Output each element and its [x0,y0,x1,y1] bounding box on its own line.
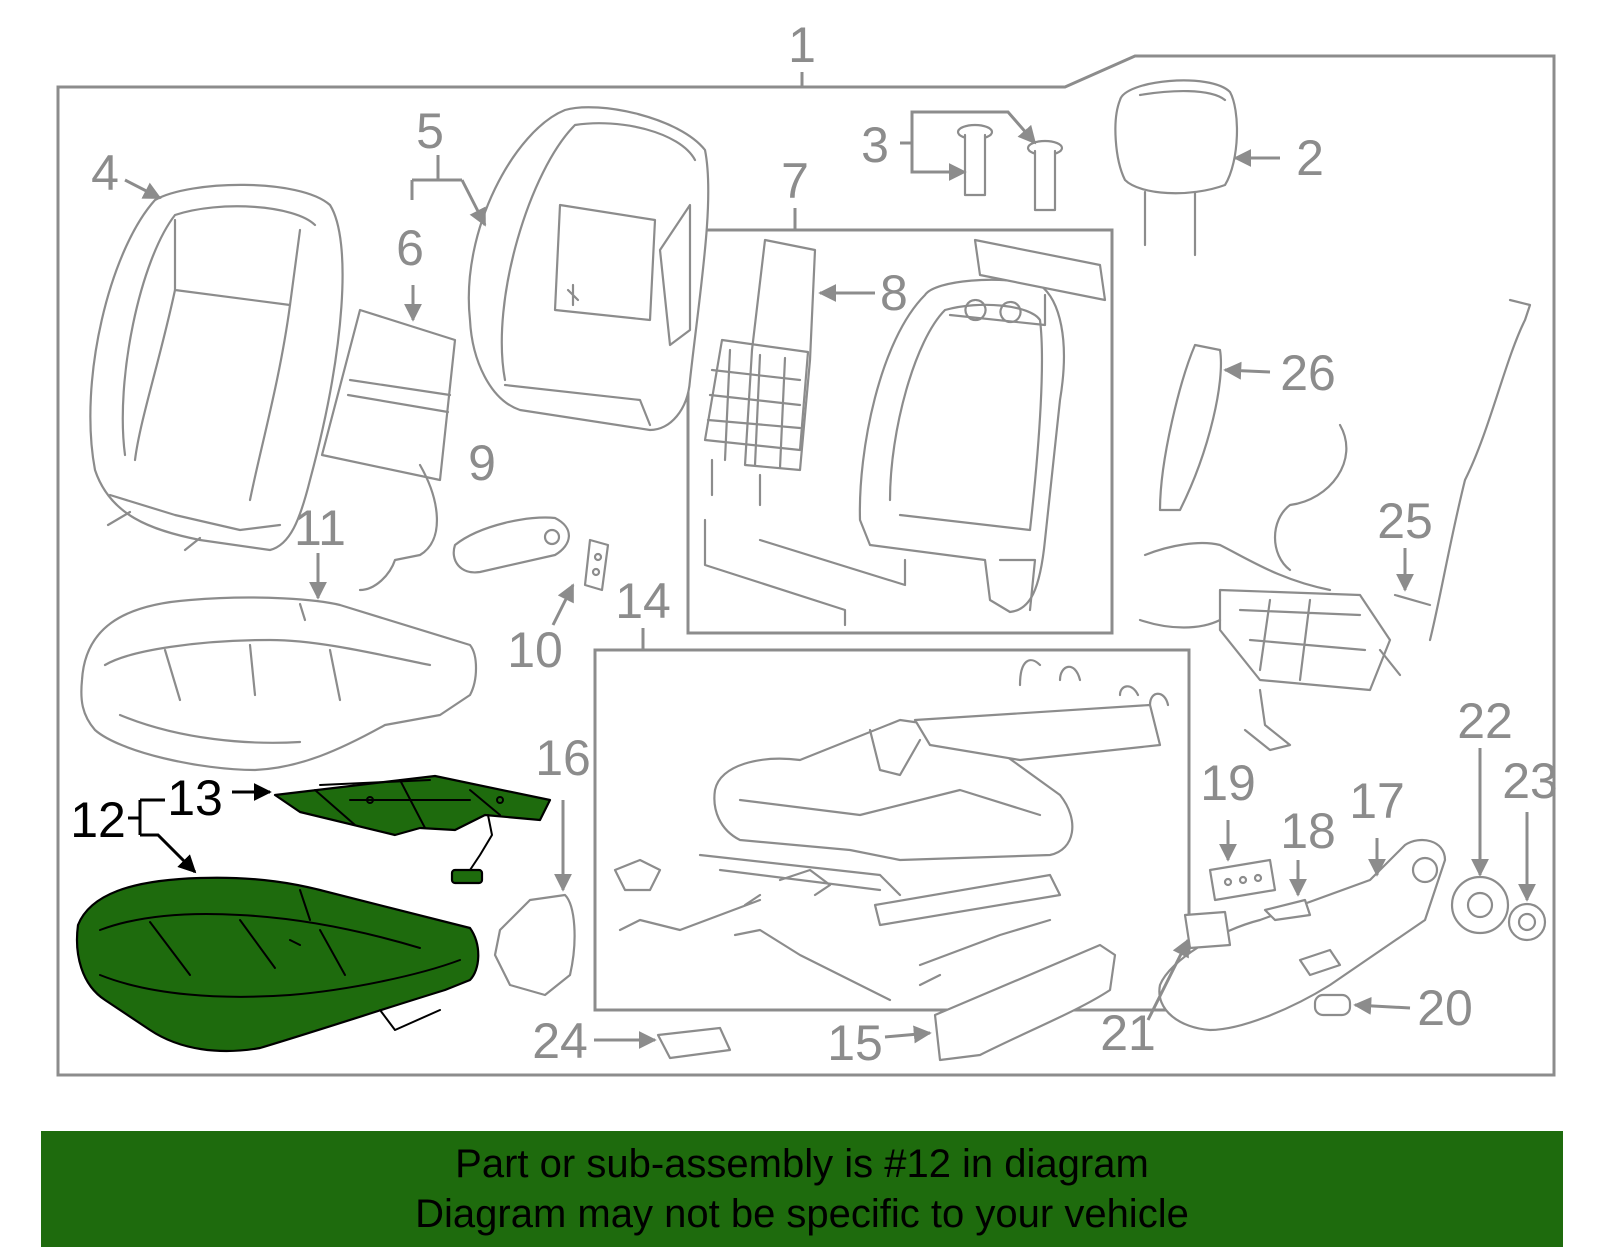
switch-part-21 [1183,910,1232,950]
callout-4: 4 [91,145,119,201]
side-pad-part-26 [1158,343,1223,512]
callout-22: 22 [1457,693,1513,749]
seat-back-cover-part-4 [89,183,344,552]
seat-heater-part-13 [273,774,552,885]
cushion-side-trim-part-16 [493,893,576,997]
seat-frame-part-14 [613,659,1170,1002]
bracket-part-10 [583,538,610,592]
seat-cushion-pad-part-12 [75,876,480,1053]
callout-21: 21 [1100,1005,1156,1061]
callout-25: 25 [1377,493,1433,549]
recliner-handle-part-9 [452,516,570,574]
callout-6: 6 [396,220,424,276]
callout-5: 5 [416,103,444,159]
subassembly-box-7 [686,228,1114,635]
callout-9: 9 [468,435,496,491]
callout-16: 16 [535,730,591,786]
seat-back-trim-part-5 [467,106,710,432]
switch-knob-part-18 [1263,898,1312,922]
seat-cushion-cover-part-11 [80,596,478,772]
callout-23: 23 [1502,753,1558,809]
knob-part-20 [1313,993,1352,1017]
lumbar-support-part-8 [703,238,817,507]
headrest-part-2 [1114,79,1238,257]
module-part-24 [656,1026,732,1060]
callout-10: 10 [507,622,563,678]
trim-ring-part-22 [1450,875,1510,935]
callout-1: 1 [788,17,816,73]
callout-18: 18 [1280,803,1336,859]
info-banner: Part or sub-assembly is #12 in diagram D… [41,1131,1563,1247]
callout-26: 26 [1280,345,1336,401]
seat-back-panel-part-6 [320,308,457,592]
callout-15: 15 [827,1015,883,1071]
callout-3: 3 [861,117,889,173]
switch-part-19 [1208,858,1277,902]
side-shield-part-15 [933,943,1117,1062]
leader-lines [124,110,1536,1049]
banner-line-disclaimer: Diagram may not be specific to your vehi… [415,1192,1189,1236]
callout-24: 24 [532,1013,588,1069]
callout-19: 19 [1200,755,1256,811]
callout-20: 20 [1417,980,1473,1036]
cap-part-23 [1507,902,1547,942]
seat-back-frame-part-7 [703,238,1107,627]
callout-11: 11 [294,500,346,556]
callout-13: 13 [167,770,223,826]
wire-harness-part-25 [1138,298,1532,752]
callout-14: 14 [615,573,671,629]
callout-8: 8 [880,265,908,321]
assembly-frame [56,54,1556,1077]
banner-line-part-number: Part or sub-assembly is #12 in diagram [455,1142,1149,1186]
headrest-guides-part-3 [956,123,1064,212]
callout-12: 12 [70,792,126,848]
callout-2: 2 [1296,130,1324,186]
callout-17: 17 [1349,773,1405,829]
callout-7: 7 [781,153,809,209]
subassembly-box-14 [593,648,1191,1012]
